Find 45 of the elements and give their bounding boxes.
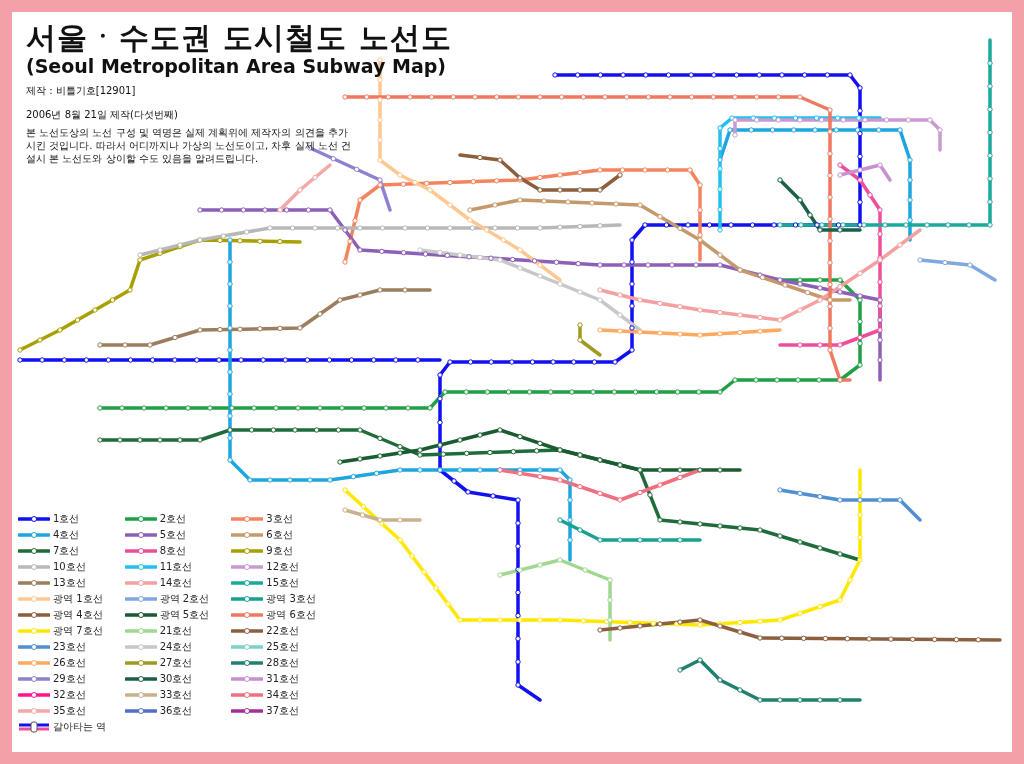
legend-label: 15호선 xyxy=(266,576,300,590)
legend-label: 13호선 xyxy=(53,576,86,590)
legend-label: 27호선 xyxy=(159,656,193,670)
legend-label: 14호선 xyxy=(159,576,193,590)
legend-label: 22호선 xyxy=(266,624,300,638)
legend-label: 9호선 xyxy=(266,544,293,558)
legend-label: 32호선 xyxy=(53,688,86,702)
legend-label: 31호선 xyxy=(266,672,300,686)
legend-label: 광역 6호선 xyxy=(266,608,316,622)
legend-label: 23호선 xyxy=(53,640,86,654)
legend-label: 35호선 xyxy=(53,704,86,718)
legend-label: 33호선 xyxy=(159,688,193,702)
legend-label: 1호선 xyxy=(53,512,80,526)
legend-label: 광역 7호선 xyxy=(53,624,103,638)
legend-label: 28호선 xyxy=(266,656,300,670)
legend-label: 2호선 xyxy=(159,512,187,526)
legend-label: 34호선 xyxy=(266,688,300,702)
legend-label: 25호선 xyxy=(266,640,300,654)
legend-label: 10호선 xyxy=(53,560,86,574)
legend-label: 36호선 xyxy=(159,704,193,718)
legend-label: 24호선 xyxy=(159,640,193,654)
legend-label: 26호선 xyxy=(53,656,86,670)
legend-label: 광역 4호선 xyxy=(53,608,103,622)
note-text: 2006년 8월 21일 제작(다섯번째) xyxy=(26,108,179,121)
legend-label: 7호선 xyxy=(53,544,80,558)
note-text: 제작 : 비틀기호[12901] xyxy=(26,84,137,97)
legend-label: 갈아타는 역 xyxy=(53,720,107,734)
legend-label: 4호선 xyxy=(53,528,80,542)
map-title: 서울ㆍ수도권 도시철도 노선도 xyxy=(26,19,452,57)
legend-label: 21호선 xyxy=(159,624,193,638)
legend-label: 29호선 xyxy=(53,672,86,686)
legend-label: 광역 3호선 xyxy=(266,592,316,606)
legend-label: 11호선 xyxy=(159,560,193,574)
legend-label: 광역 2호선 xyxy=(159,592,210,606)
legend-label: 8호선 xyxy=(159,544,187,558)
legend-label: 12호선 xyxy=(266,560,300,574)
legend-label: 광역 5호선 xyxy=(159,608,210,622)
legend-label: 37호선 xyxy=(266,704,300,718)
legend-label: 3호선 xyxy=(266,512,293,526)
map-subtitle: (Seoul Metropolitan Area Subway Map) xyxy=(26,54,446,79)
legend-label: 광역 1호선 xyxy=(53,592,103,606)
legend-label: 30호선 xyxy=(159,672,193,686)
legend-label: 5호선 xyxy=(159,528,187,542)
note-text: 본 노선도상의 노선 구성 및 역명은 실제 계획위에 제작자의 의견을 추가시킨 것입니다. 따라서 어디까지나 가상의 노선도이고, 차후 실제 노선 건설시 본 노선도와 상이할 수도 있음을 알려드립니다. xyxy=(26,126,352,165)
legend-label: 6호선 xyxy=(266,528,293,542)
